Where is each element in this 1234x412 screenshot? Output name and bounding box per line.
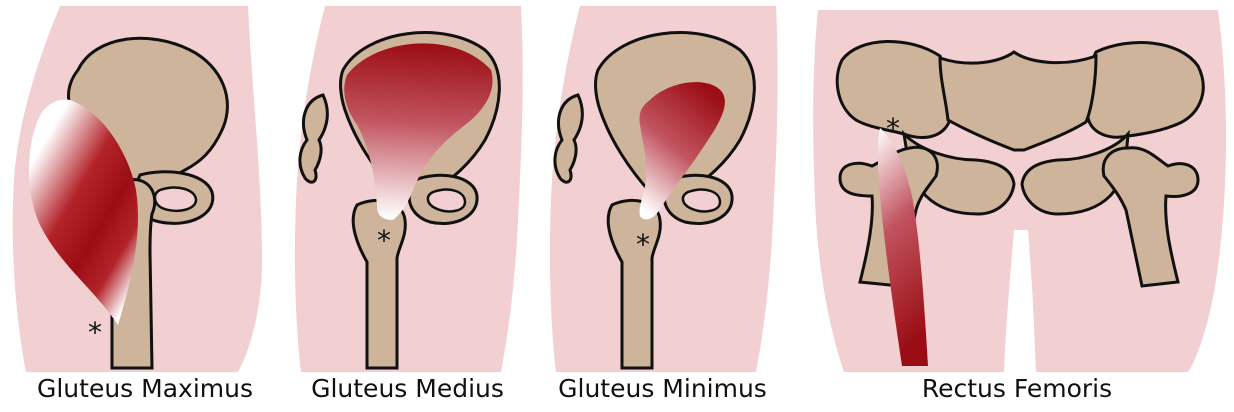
insertion-marker: * (636, 228, 650, 261)
gluteus-maximus-illustration: * (0, 0, 290, 370)
obturator-foramen (683, 190, 720, 212)
caption-gluteus-minimus: Gluteus Minimus (540, 374, 785, 406)
origin-marker: * (886, 112, 900, 145)
caption-rectus-femoris: Rectus Femoris (800, 374, 1234, 406)
gluteus-medius-illustration: * (285, 0, 530, 370)
gluteus-minimus-illustration: * (540, 0, 785, 370)
rectus-femoris-illustration: * (800, 0, 1234, 370)
panel-gluteus-medius: * Gluteus Medius (285, 0, 530, 412)
caption-gluteus-medius: Gluteus Medius (285, 374, 530, 406)
obturator-foramen (155, 188, 196, 211)
panel-gluteus-maximus: * Gluteus Maximus (0, 0, 290, 412)
insertion-marker: * (377, 224, 391, 257)
obturator-foramen (428, 190, 465, 212)
insertion-marker: * (88, 316, 102, 349)
panel-rectus-femoris: * Rectus Femoris (800, 0, 1234, 412)
caption-gluteus-maximus: Gluteus Maximus (0, 374, 290, 406)
panel-gluteus-minimus: * Gluteus Minimus (540, 0, 785, 412)
